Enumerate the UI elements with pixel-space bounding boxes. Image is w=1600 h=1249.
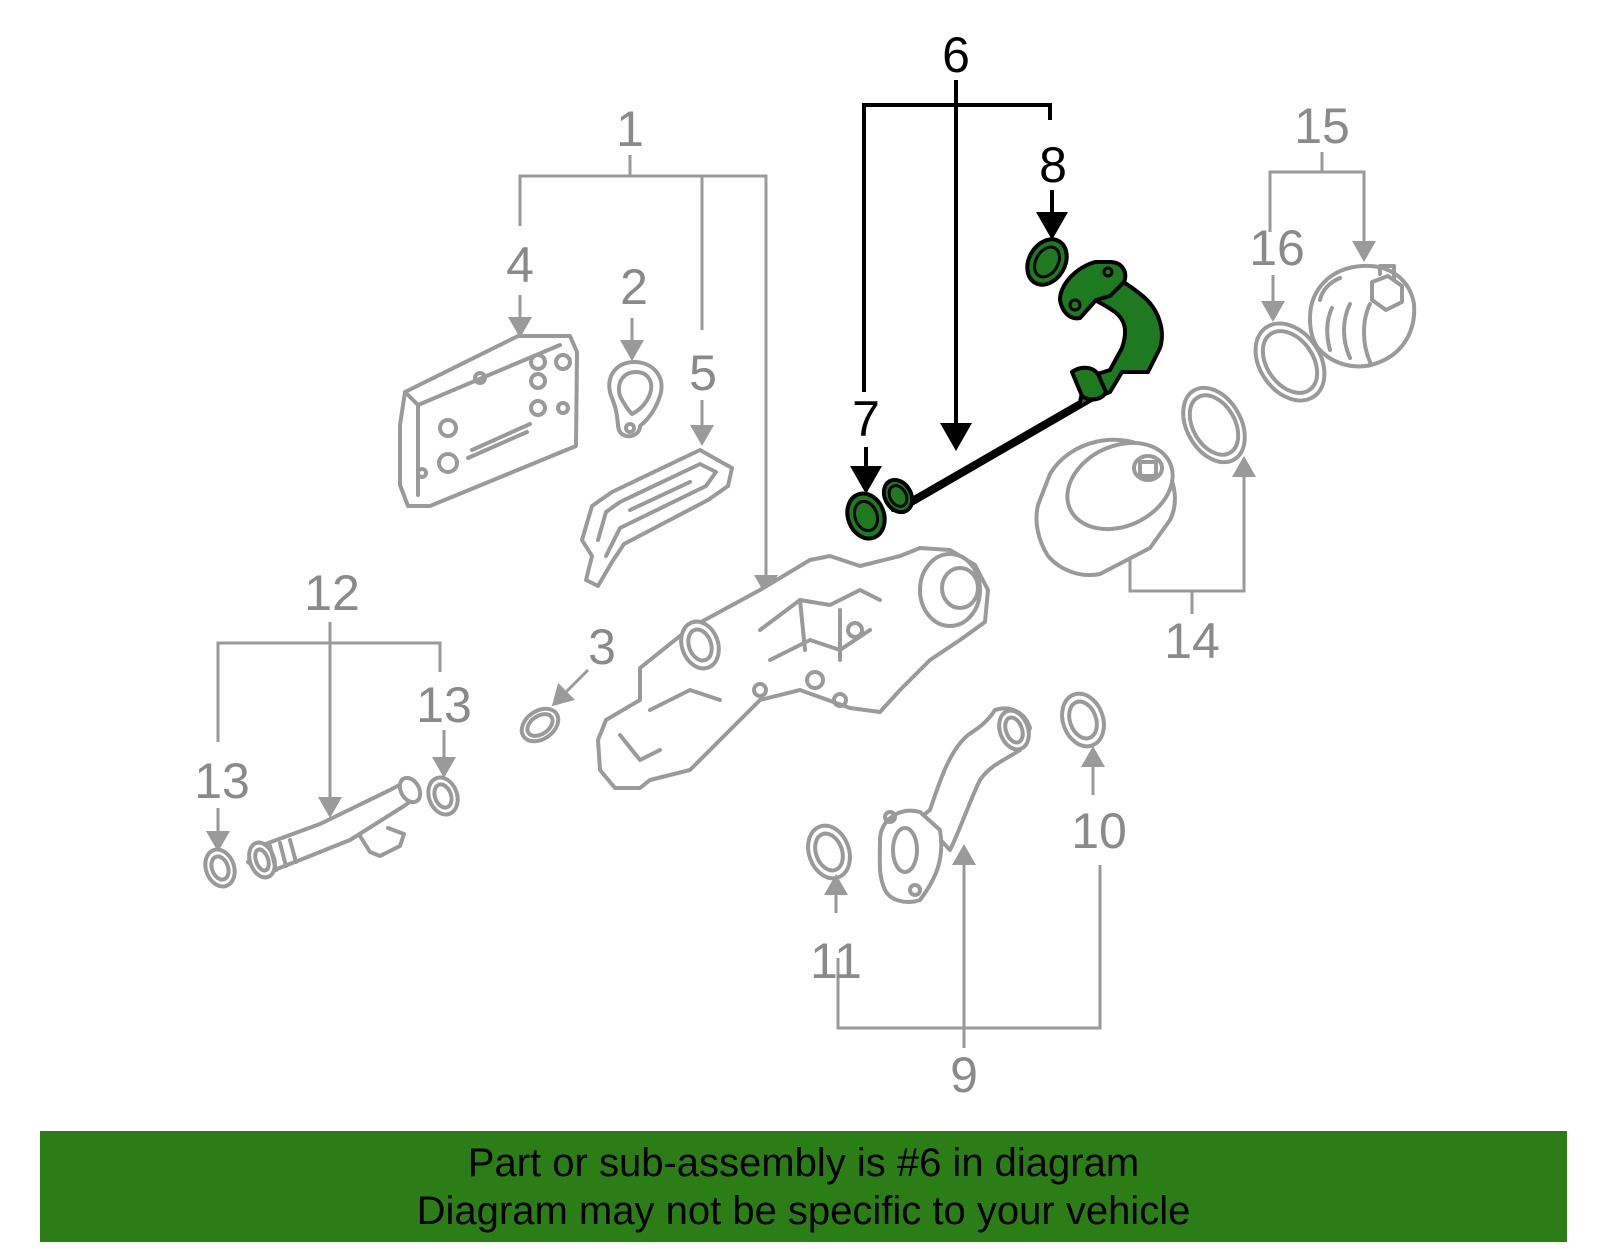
part-14-seal: [1181, 385, 1247, 465]
callout-7: 7: [852, 391, 880, 447]
part-12-coolant-pipe: [246, 775, 423, 880]
callout-9: 9: [950, 1047, 978, 1103]
callout-6[interactable]: 6: [942, 27, 970, 83]
leader-15: [1268, 152, 1376, 262]
callout-16: 16: [1249, 220, 1305, 276]
part-13-o-ring-left: [203, 847, 237, 889]
oil-filter-housing: [596, 546, 990, 790]
leader-12: [216, 622, 442, 818]
part-10-o-ring: [1060, 691, 1106, 749]
info-banner: Part or sub-assembly is #6 in diagram Di…: [40, 1131, 1567, 1242]
part-9-elbow-pipe: [877, 706, 1032, 904]
part-2-gasket: [607, 360, 664, 439]
part-13-o-ring-right: [426, 775, 460, 817]
leader-1: [518, 155, 778, 596]
callout-8: 8: [1039, 137, 1067, 193]
part-6-oil-pipe[interactable]: [878, 260, 1164, 517]
callout-2: 2: [620, 259, 648, 315]
banner-line-2: Diagram may not be specific to your vehi…: [416, 1189, 1191, 1233]
callout-14: 14: [1164, 613, 1220, 669]
callout-10: 10: [1071, 803, 1127, 859]
banner-line-1: Part or sub-assembly is #6 in diagram: [467, 1141, 1140, 1185]
callout-3: 3: [588, 619, 616, 675]
callout-4: 4: [506, 237, 534, 293]
part-4-oil-cooler: [398, 334, 579, 508]
part-5-gasket: [580, 448, 734, 588]
part-15-filter-cap: [1308, 263, 1417, 369]
leader-9: [836, 844, 1102, 1048]
callout-13-right: 13: [416, 677, 472, 733]
leader-3: [551, 668, 590, 707]
part-8-seal[interactable]: [1019, 232, 1074, 292]
callout-12: 12: [304, 565, 360, 621]
part-16-o-ring: [1253, 321, 1327, 403]
callout-5: 5: [689, 345, 717, 401]
part-14-oil-filter: [1034, 437, 1177, 577]
part-3-o-ring: [519, 706, 561, 744]
callout-1: 1: [616, 101, 644, 157]
part-7-seal[interactable]: [841, 488, 891, 544]
callout-13-left: 13: [194, 753, 250, 809]
callout-11: 11: [810, 933, 862, 989]
leader-14: [1128, 456, 1256, 614]
callout-15: 15: [1294, 98, 1350, 154]
leader-6: [862, 80, 1052, 451]
part-11-o-ring: [806, 823, 852, 881]
